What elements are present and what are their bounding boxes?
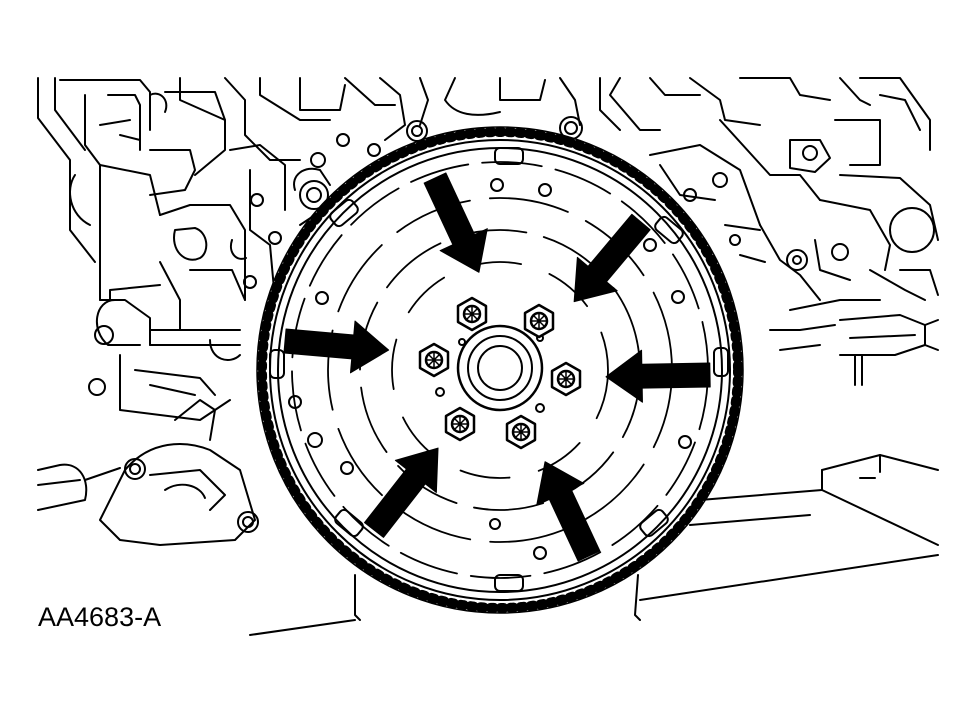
flywheel-bolts (418, 296, 582, 450)
bolt-top-left (456, 296, 488, 332)
bolt-right (550, 361, 582, 397)
engine-block (37, 77, 939, 636)
bolt-bottom-right (505, 414, 537, 450)
ring-gear-outer (256, 126, 744, 614)
callout-arrow-2 (573, 213, 651, 303)
bolt-left (418, 342, 450, 378)
callout-arrow-4 (605, 349, 711, 403)
callout-arrow-6 (536, 461, 601, 562)
bolt-top-right (523, 303, 555, 339)
figure-id-label: AA4683-A (38, 602, 162, 632)
callout-arrow-3 (283, 320, 390, 374)
flywheel (256, 126, 744, 614)
ring-gear-teeth (257, 127, 743, 613)
crankshaft-hub (456, 324, 544, 412)
callout-arrow-1 (423, 172, 488, 273)
callout-arrow-5 (364, 447, 439, 538)
bolt-bottom-left (444, 406, 476, 442)
